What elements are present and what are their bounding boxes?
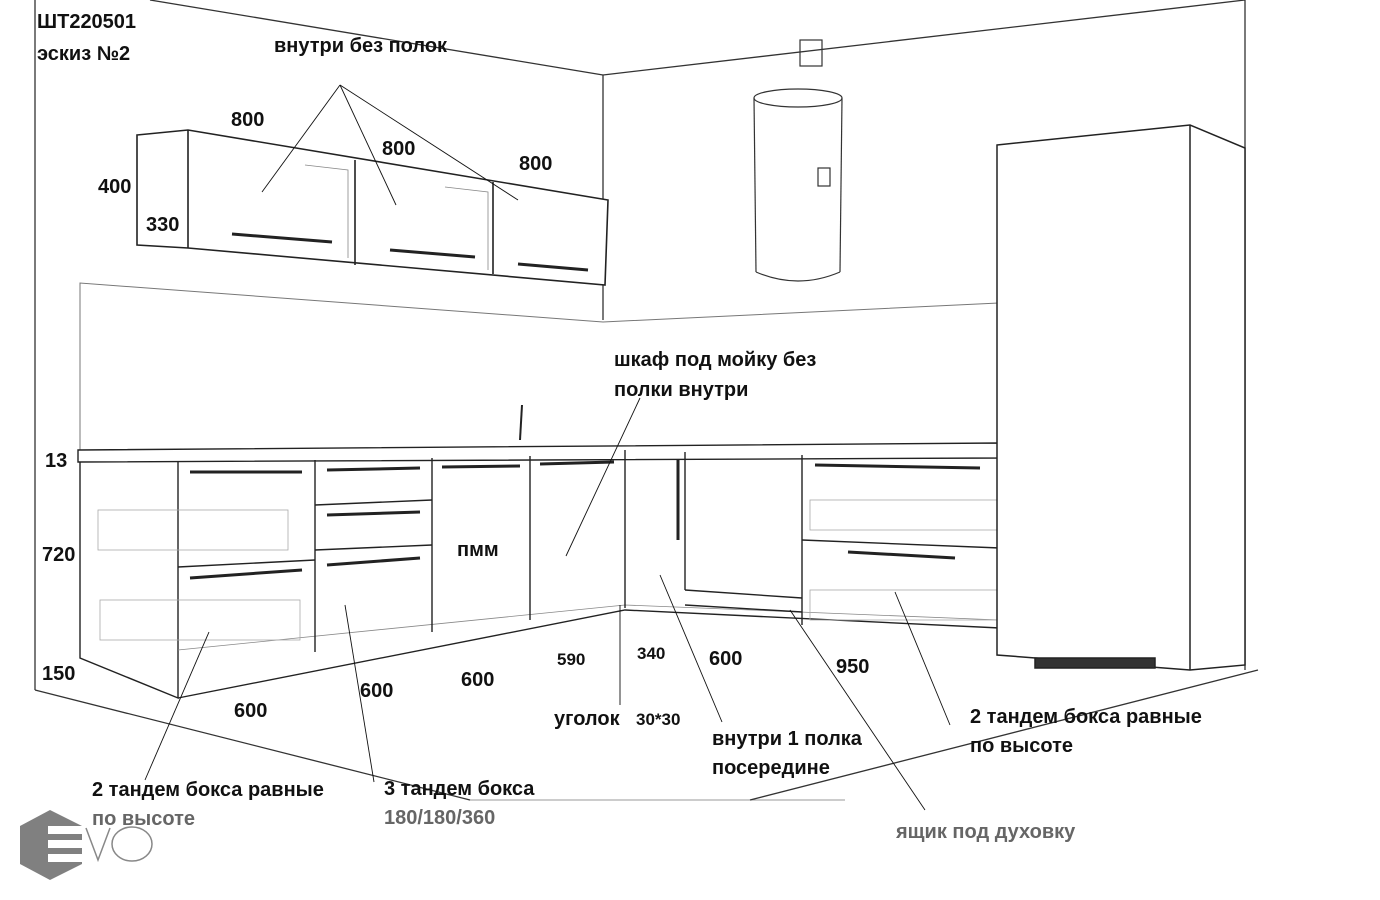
leader-lines xyxy=(144,84,951,811)
base-width-6: 600 xyxy=(709,648,743,670)
sink-note-line2: полки внутри xyxy=(614,379,749,401)
base-width-2: 600 xyxy=(360,680,394,702)
shelf-note-line2: посередине xyxy=(712,757,830,779)
middle-drawers-line2: 180/180/360 xyxy=(384,807,496,829)
upper-cabinets xyxy=(136,129,609,286)
countertop-height: 13 xyxy=(45,450,68,472)
upper-depth: 330 xyxy=(146,214,180,236)
corner-size: 30*30 xyxy=(636,710,681,729)
upper-height: 400 xyxy=(98,176,132,198)
shelf-note-line1: внутри 1 полка xyxy=(712,728,862,750)
base-width-1: 600 xyxy=(234,700,268,722)
cabinet-height: 720 xyxy=(42,544,76,566)
base-width-7: 950 xyxy=(836,656,870,678)
fridge xyxy=(996,124,1246,671)
sink-note-line1: шкаф под мойку без xyxy=(614,349,817,371)
upper-note: внутри без полок xyxy=(274,35,448,57)
plinth-height: 150 xyxy=(42,663,76,685)
backsplash xyxy=(79,282,1063,450)
upper-width-2: 800 xyxy=(382,138,416,160)
base-width-5: 340 xyxy=(637,644,666,663)
base-width-4: 590 xyxy=(557,650,586,669)
dishwasher-label: пмм xyxy=(457,539,499,561)
right-drawers-line1: 2 тандем бокса равные xyxy=(970,706,1202,728)
left-drawers-line1: 2 тандем бокса равные xyxy=(92,779,324,801)
left-drawers-line2: по высоте xyxy=(92,808,195,830)
drawing-code: ШТ220501 xyxy=(37,11,137,33)
corner-label: уголок xyxy=(554,708,620,730)
base-width-3: 600 xyxy=(461,669,495,691)
evo-logo xyxy=(20,810,153,880)
sketch-number: эскиз №2 xyxy=(37,43,131,65)
upper-width-3: 800 xyxy=(519,153,553,175)
middle-drawers-line1: 3 тандем бокса xyxy=(384,778,535,800)
hood xyxy=(753,39,843,282)
oven-drawer-note: ящик под духовку xyxy=(896,821,1076,843)
upper-width-1: 800 xyxy=(231,109,265,131)
right-drawers-line2: по высоте xyxy=(970,735,1073,757)
